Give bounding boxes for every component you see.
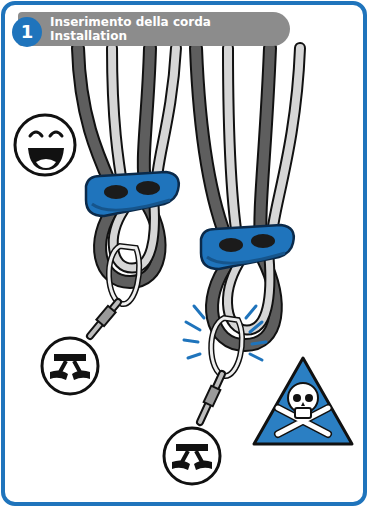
heading-text: Installation bbox=[50, 29, 276, 43]
step-number: 1 bbox=[12, 17, 42, 47]
callout-number: 1 bbox=[21, 22, 34, 42]
section-heading: Inserimento della cordaInstallation bbox=[18, 12, 290, 46]
heading-text: Inserimento della corda bbox=[50, 15, 276, 29]
